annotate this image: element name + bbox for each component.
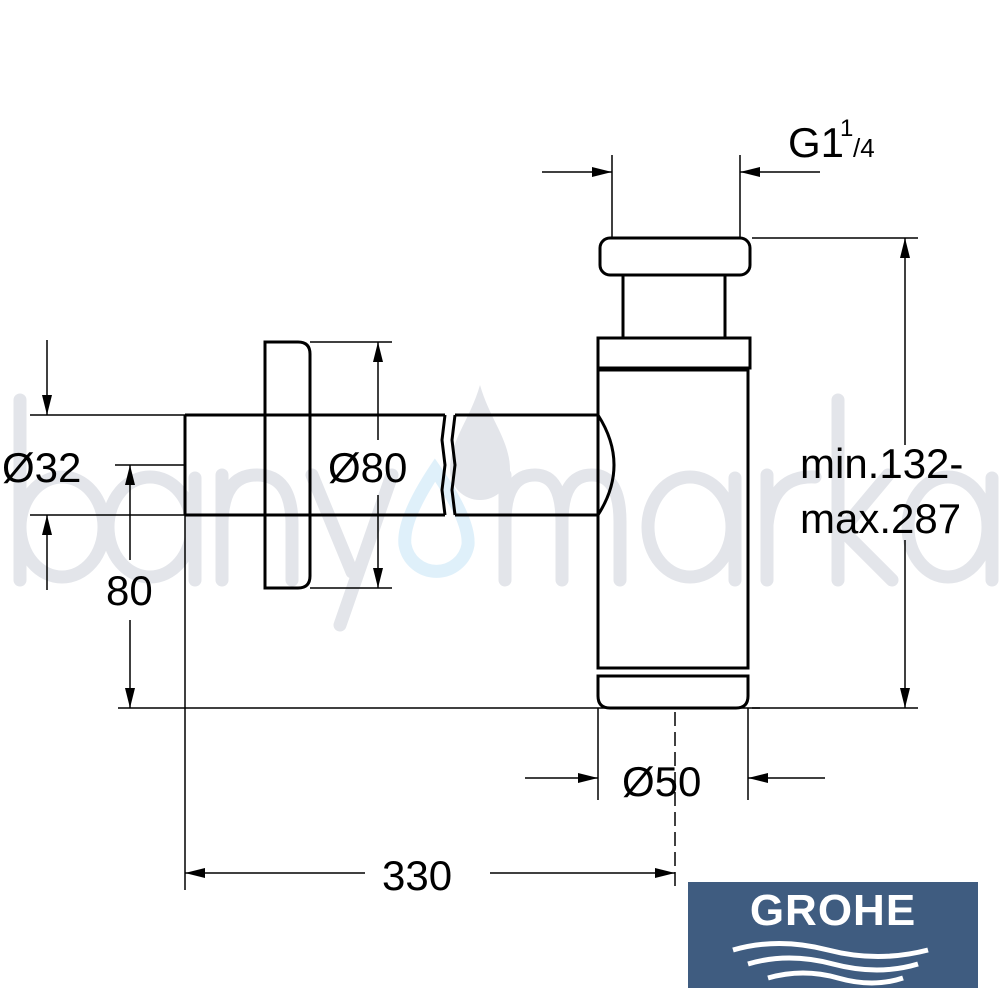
flange-diameter-label: Ø80 [328,444,407,491]
nut [596,336,752,370]
grohe-logo: GROHE [688,882,978,988]
watermark-drop-icon [398,458,475,578]
watermark-lettering [13,393,999,632]
pipe-diameter-label: Ø32 [2,444,81,491]
stem [621,273,727,340]
thread-sub: /4 [853,133,875,163]
dimension-height: min.132- max.287 [752,237,963,709]
thread-label: G1 [788,119,844,166]
dimension-flange-diameter: Ø80 [310,341,407,589]
trap-body [596,368,750,670]
wall-height-label: 80 [106,567,153,614]
watermark [13,385,999,632]
dimension-body-diameter: Ø50 [525,708,825,805]
water-drop-icon [450,385,510,500]
top-cap [598,236,752,277]
logo-text: GROHE [749,886,917,935]
dimension-pipe-diameter: Ø32 [2,340,185,590]
projection-label: 330 [382,852,452,899]
waves-icon [732,941,929,986]
wall-flange [263,340,312,590]
thread-sup: 1 [840,115,853,142]
body-diameter-label: Ø50 [622,758,701,805]
height-max-label: max.287 [800,495,961,542]
height-min-label: min.132- [800,440,963,487]
bottle-trap [596,236,752,710]
dimension-thread: G1 1 /4 [542,115,875,238]
bottom-cap [596,674,750,710]
dimension-wall-height: 80 [106,464,185,708]
dimension-projection: 330 [184,462,676,899]
